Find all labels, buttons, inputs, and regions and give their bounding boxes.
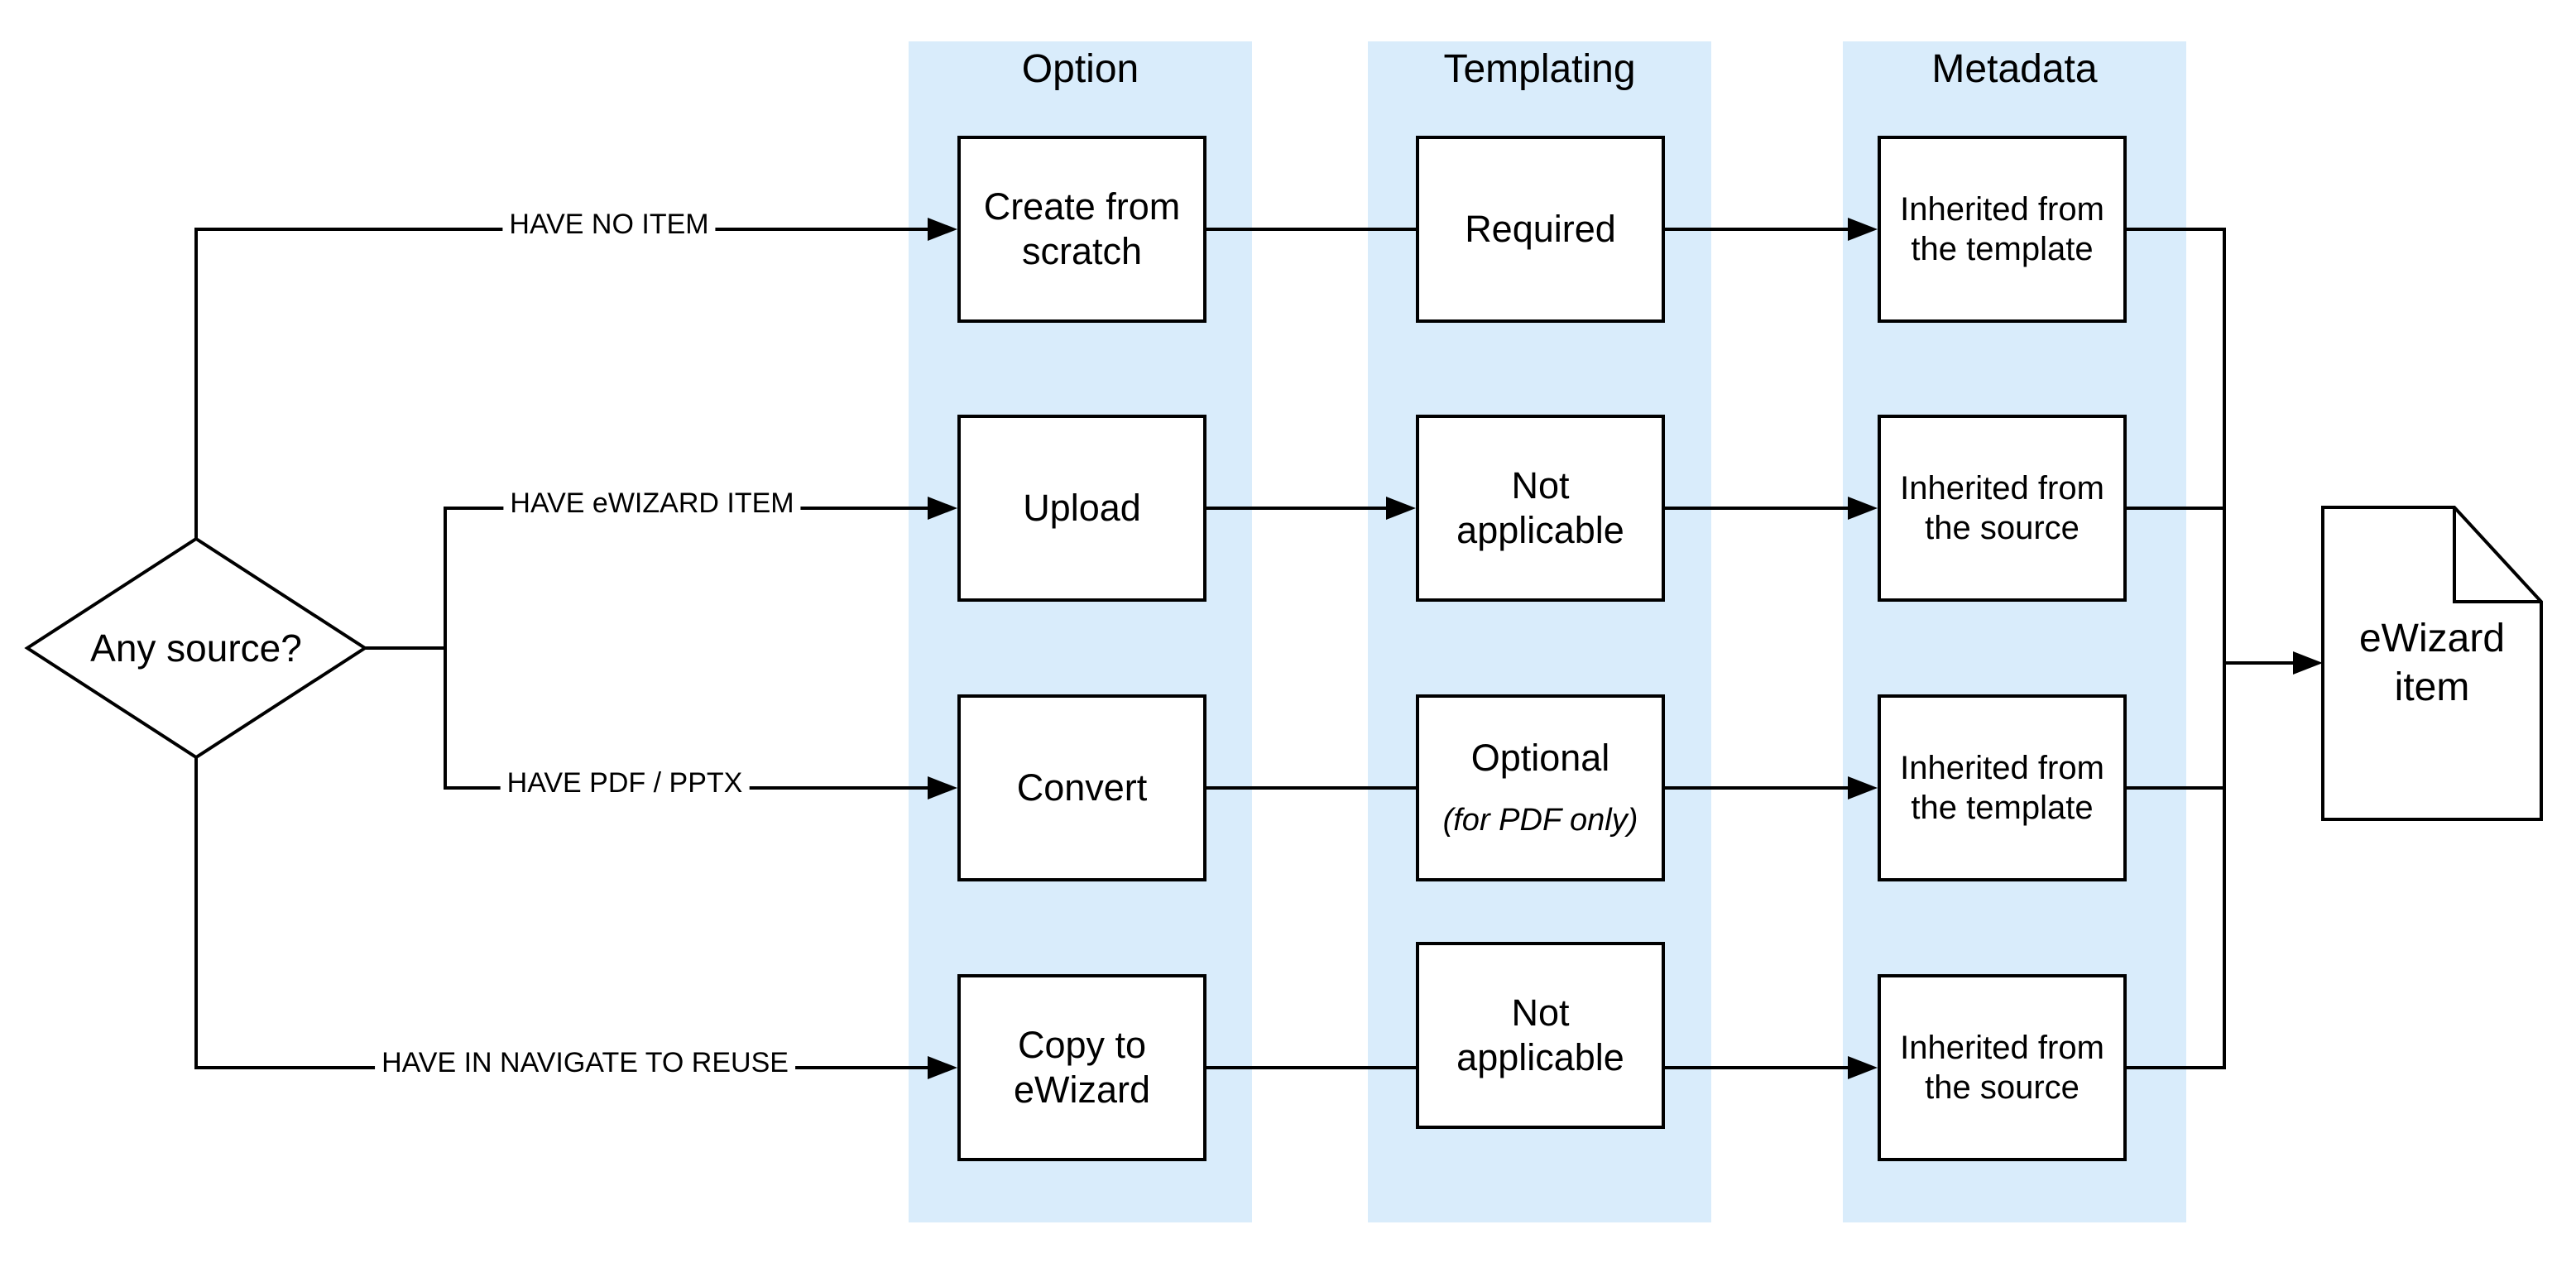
column-header-metadata: Metadata bbox=[1931, 47, 2098, 91]
node-templating-not-applicable-1: Not applicable bbox=[1416, 415, 1665, 602]
condition-label-have-pdf-pptx: HAVE PDF / PPTX bbox=[500, 766, 750, 800]
node-option-copy-to-ewizard: Copy to eWizard bbox=[957, 974, 1206, 1161]
condition-label-have-no-item: HAVE NO ITEM bbox=[502, 208, 716, 241]
arrowhead-row2-metadata-icon bbox=[1848, 497, 1878, 520]
connector-row1-option-templating bbox=[1206, 228, 1416, 231]
connector-row3-templating-metadata bbox=[1665, 786, 1848, 790]
node-label: Not applicable bbox=[1456, 992, 1624, 1078]
node-metadata-inherited-template-2: Inherited from the template bbox=[1878, 694, 2127, 881]
column-header-option: Option bbox=[1021, 47, 1139, 91]
arrowhead-row1-option-icon bbox=[928, 218, 957, 241]
connector-row4-collector-stub bbox=[2127, 1066, 2226, 1069]
arrowhead-row1-metadata-icon bbox=[1848, 218, 1878, 241]
node-option-convert: Convert bbox=[957, 694, 1206, 881]
column-header-templating: Templating bbox=[1443, 47, 1636, 91]
connector-decision-to-branch bbox=[365, 646, 447, 650]
node-option-upload: Upload bbox=[957, 415, 1206, 602]
node-metadata-inherited-source-2: Inherited from the source bbox=[1878, 974, 2127, 1161]
connector-row2-collector-stub bbox=[2127, 507, 2226, 510]
connector-row2-option-templating bbox=[1206, 507, 1386, 510]
connector-row1-collector-stub bbox=[2127, 228, 2226, 231]
node-note: (for PDF only) bbox=[1442, 803, 1638, 838]
arrowhead-result-icon bbox=[2293, 651, 2323, 675]
result-node: eWizard item bbox=[2323, 507, 2541, 819]
condition-label-have-ewizard-item: HAVE eWIZARD ITEM bbox=[503, 487, 801, 520]
connector-row3-option-templating bbox=[1206, 786, 1416, 790]
decision-label: Any source? bbox=[90, 626, 302, 670]
connector-row4-stem bbox=[194, 756, 198, 1069]
arrowhead-row3-metadata-icon bbox=[1848, 776, 1878, 800]
decision-diamond-shape bbox=[24, 537, 368, 759]
arrowhead-row4-option-icon bbox=[928, 1056, 957, 1079]
node-label: Inherited from the source bbox=[1900, 1030, 2104, 1106]
node-label: Upload bbox=[1023, 487, 1141, 529]
node-label: Optional bbox=[1470, 737, 1610, 780]
node-templating-not-applicable-2: Not applicable bbox=[1416, 942, 1665, 1129]
connector-row3-collector-stub bbox=[2127, 786, 2226, 790]
connector-collector-vertical bbox=[2223, 228, 2226, 1069]
connector-row2-templating-metadata bbox=[1665, 507, 1848, 510]
arrowhead-row2-templating-icon bbox=[1386, 497, 1416, 520]
result-label: eWizard item bbox=[2358, 616, 2506, 709]
connector-row1-templating-metadata bbox=[1665, 228, 1848, 231]
document-fold-icon bbox=[2453, 507, 2541, 603]
node-label: Create from scratch bbox=[983, 185, 1181, 272]
connector-row4-option-templating bbox=[1206, 1066, 1416, 1069]
connector-to-result bbox=[2224, 661, 2293, 665]
node-label: Inherited from the source bbox=[1900, 470, 2104, 546]
arrowhead-row4-metadata-icon bbox=[1848, 1056, 1878, 1079]
node-label: Not applicable bbox=[1456, 464, 1624, 551]
arrowhead-row3-option-icon bbox=[928, 776, 957, 800]
connector-row1-stem bbox=[194, 228, 198, 539]
node-templating-optional: Optional (for PDF only) bbox=[1416, 694, 1665, 881]
node-label: Required bbox=[1465, 208, 1616, 250]
node-label: Inherited from the template bbox=[1900, 750, 2104, 826]
connector-branch-vertical bbox=[444, 507, 447, 790]
node-templating-required: Required bbox=[1416, 136, 1665, 323]
node-metadata-inherited-source-1: Inherited from the source bbox=[1878, 415, 2127, 602]
node-label: Convert bbox=[1016, 766, 1148, 809]
connector-row4-templating-metadata bbox=[1665, 1066, 1848, 1069]
node-label: Copy to eWizard bbox=[1013, 1024, 1151, 1111]
decision-node: Any source? bbox=[24, 537, 368, 759]
result-document-shape bbox=[2321, 506, 2543, 821]
node-label: Inherited from the template bbox=[1900, 191, 2104, 267]
arrowhead-row2-option-icon bbox=[928, 497, 957, 520]
condition-label-have-in-navigate-to-reuse: HAVE IN NAVIGATE TO REUSE bbox=[375, 1046, 795, 1079]
node-option-create-from-scratch: Create from scratch bbox=[957, 136, 1206, 323]
node-metadata-inherited-template-1: Inherited from the template bbox=[1878, 136, 2127, 323]
